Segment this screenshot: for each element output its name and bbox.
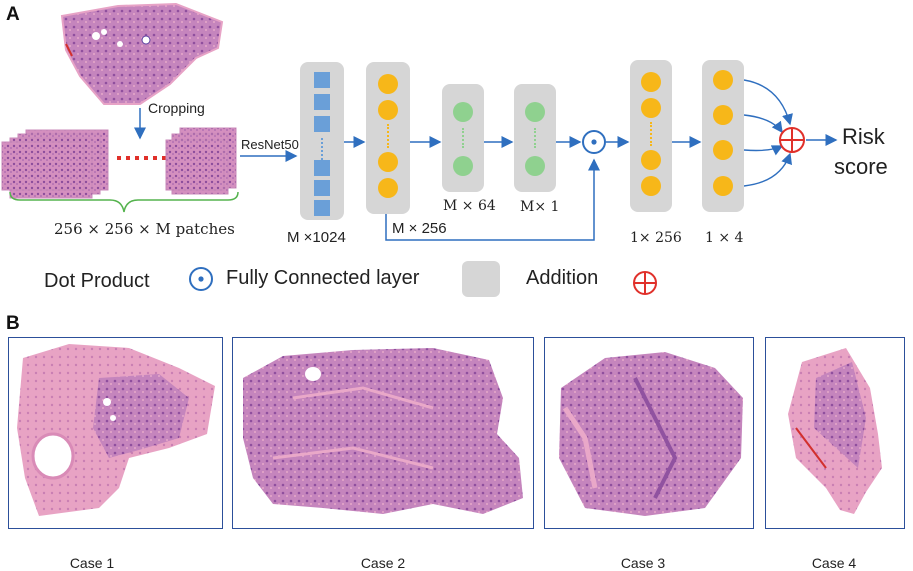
node (641, 150, 661, 170)
risk-score-line2: score (834, 154, 888, 179)
patch-stack-left (1, 129, 109, 199)
legend-addition-icon (633, 271, 657, 295)
column-ellipsis (534, 128, 537, 148)
case-4-image (765, 337, 905, 529)
dim-label-1x256: 1× 256 (630, 230, 682, 246)
column-ellipsis (321, 138, 324, 164)
addition-symbol (779, 127, 805, 153)
dim-label-1024: M ×1024 (287, 229, 346, 246)
case-1-image (8, 337, 223, 529)
slide-thumbnail (60, 2, 224, 105)
patches-brace (9, 191, 239, 213)
panel-a-label: A (6, 4, 20, 25)
patch-ellipsis (117, 156, 166, 160)
cropping-label: Cropping (148, 100, 205, 116)
node (713, 70, 733, 90)
case-2-label: Case 2 (360, 555, 406, 571)
node (525, 156, 545, 176)
column-ellipsis (462, 128, 465, 148)
feature-square (314, 200, 330, 216)
feature-square (314, 94, 330, 110)
legend-dot-product-label: Dot Product (44, 270, 150, 292)
feature-column-1x4 (702, 60, 744, 212)
feature-column-256 (366, 62, 410, 214)
dim-label-64: M × 64 (443, 198, 496, 214)
dim-label-1: M× 1 (520, 199, 560, 215)
node (378, 152, 398, 172)
case-3-label: Case 3 (620, 555, 666, 571)
case-4-label: Case 4 (811, 555, 857, 571)
patch-stack-right (165, 127, 237, 195)
node (713, 105, 733, 125)
node (713, 176, 733, 196)
node (378, 178, 398, 198)
legend-addition-label: Addition (526, 267, 599, 289)
resnet-label: ResNet50 (241, 137, 299, 152)
panel-b-label: B (6, 313, 20, 334)
legend-fc-label: Fully Connected layer (226, 267, 420, 289)
feature-square (314, 116, 330, 132)
feature-square (314, 160, 330, 176)
dim-label-256: M × 256 (392, 220, 447, 237)
dim-label-1x4: 1 × 4 (705, 230, 744, 246)
risk-score-line1: Risk (842, 124, 885, 149)
node (641, 176, 661, 196)
dot-product-symbol (582, 130, 606, 154)
case-2-image (232, 337, 534, 529)
node (713, 140, 733, 160)
column-ellipsis (650, 122, 653, 146)
node (453, 102, 473, 122)
legend-dot-product-icon (189, 267, 213, 291)
node (641, 72, 661, 92)
node (525, 102, 545, 122)
column-ellipsis (387, 124, 390, 148)
feature-column-1024 (300, 62, 344, 220)
feature-column-64 (442, 84, 484, 192)
legend-fc-box-icon (462, 261, 500, 297)
case-1-label: Case 1 (69, 555, 115, 571)
node (453, 156, 473, 176)
node (641, 98, 661, 118)
feature-column-1x256 (630, 60, 672, 212)
node (378, 74, 398, 94)
feature-square (314, 72, 330, 88)
patches-label: 256 × 256 × M patches (54, 220, 235, 238)
feature-column-1 (514, 84, 556, 192)
case-3-image (544, 337, 754, 529)
feature-square (314, 180, 330, 196)
node (378, 100, 398, 120)
